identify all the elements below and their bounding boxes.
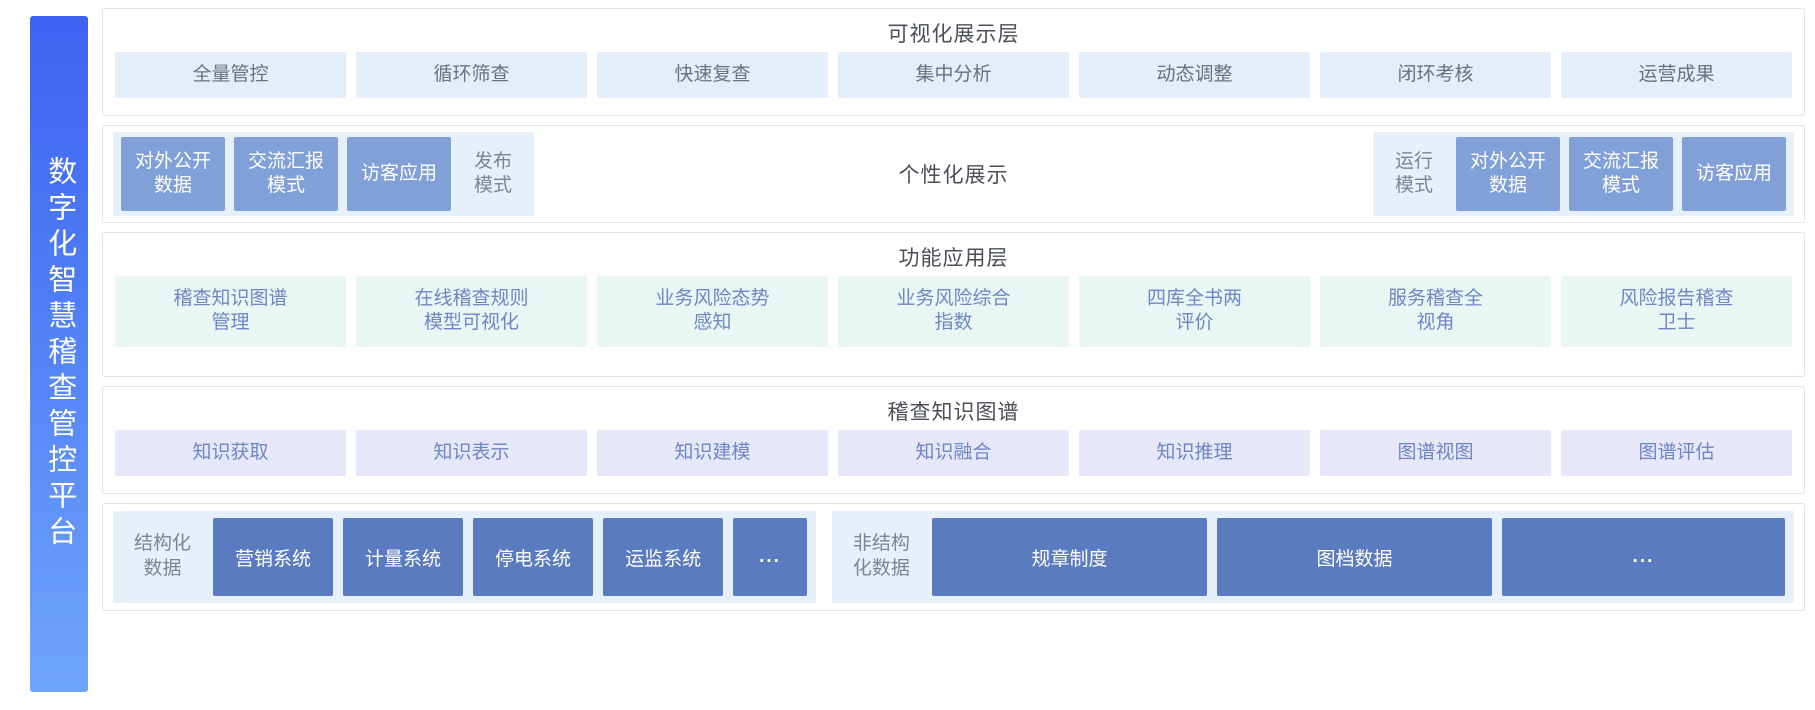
personalized-display-label: 个性化展示: [534, 132, 1373, 216]
layer-knowledge-graph-items: 知识获取 知识表示 知识建模 知识融合 知识推理 图谱视图 图谱评估: [103, 430, 1804, 488]
unstructured-source-archives[interactable]: 图档数据: [1216, 518, 1492, 596]
layer-visualization-title: 可视化展示层: [887, 23, 1020, 46]
knowledge-graph-item[interactable]: 知识融合: [838, 430, 1069, 477]
publish-card-visitor-app[interactable]: 访客应用: [347, 137, 452, 211]
layer-stack: 可视化展示层 全量管控 循环筛查 快速复查 集中分析 动态调整 闭环考核 运营成…: [102, 8, 1805, 702]
publish-card-public-data[interactable]: 对外公开 数据: [121, 137, 226, 211]
structured-system-more[interactable]: ...: [733, 518, 807, 596]
visualization-item[interactable]: 集中分析: [838, 52, 1069, 99]
unstructured-data-group: 非结构 化数据 规章制度 图档数据 ...: [831, 511, 1794, 603]
visualization-item[interactable]: 运营成果: [1561, 52, 1792, 99]
publish-mode-group: 对外公开 数据 交流汇报 模式 访客应用 发布 模式: [113, 132, 535, 216]
knowledge-graph-item[interactable]: 知识推理: [1079, 430, 1310, 477]
visualization-item[interactable]: 快速复查: [597, 52, 828, 99]
publish-mode-label: 发布 模式: [474, 151, 513, 196]
data-inner: 结构化 数据 营销系统 计量系统 停电系统 运监系统 ... 非结构 化数据 规…: [103, 504, 1804, 610]
function-item[interactable]: 在线稽查规则 模型可视化: [356, 276, 587, 347]
platform-banner: 数字化智慧稽查管控平台: [30, 16, 88, 692]
knowledge-graph-item[interactable]: 知识建模: [597, 430, 828, 477]
layer-function-application: 功能应用层 稽查知识图谱 管理 在线稽查规则 模型可视化 业务风险态势 感知 业…: [102, 232, 1805, 377]
function-item[interactable]: 风险报告稽查 卫士: [1561, 276, 1792, 347]
platform-title: 数字化智慧稽查管控平台: [43, 156, 76, 552]
knowledge-graph-item[interactable]: 知识表示: [356, 430, 587, 477]
runtime-card-report-mode[interactable]: 交流汇报 模式: [1568, 137, 1673, 211]
layer-function-title: 功能应用层: [898, 247, 1009, 270]
modes-inner: 对外公开 数据 交流汇报 模式 访客应用 发布 模式 个性化展示 运行 模式 对…: [103, 126, 1804, 222]
layer-knowledge-graph-title: 稽查知识图谱: [887, 401, 1020, 424]
publish-card-report-mode[interactable]: 交流汇报 模式: [234, 137, 339, 211]
function-item[interactable]: 业务风险态势 感知: [597, 276, 828, 347]
structured-system-metering[interactable]: 计量系统: [343, 518, 464, 596]
layer-function-items: 稽查知识图谱 管理 在线稽查规则 模型可视化 业务风险态势 感知 业务风险综合 …: [103, 276, 1804, 359]
function-item[interactable]: 四库全书两 评价: [1079, 276, 1310, 347]
runtime-mode-group: 运行 模式 对外公开 数据 交流汇报 模式 访客应用: [1372, 132, 1794, 216]
function-item[interactable]: 服务稽查全 视角: [1320, 276, 1551, 347]
layer-knowledge-graph: 稽查知识图谱 知识获取 知识表示 知识建模 知识融合 知识推理 图谱视图 图谱评…: [102, 386, 1805, 494]
structured-data-label: 结构化 数据: [134, 533, 192, 579]
knowledge-graph-item[interactable]: 知识获取: [115, 430, 346, 477]
layer-visualization-items: 全量管控 循环筛查 快速复查 集中分析 动态调整 闭环考核 运营成果: [103, 52, 1804, 110]
visualization-item[interactable]: 闭环考核: [1320, 52, 1551, 99]
structured-system-monitoring[interactable]: 运监系统: [603, 518, 724, 596]
unstructured-source-regulations[interactable]: 规章制度: [931, 518, 1207, 596]
unstructured-data-label: 非结构 化数据: [852, 533, 910, 579]
runtime-card-public-data[interactable]: 对外公开 数据: [1455, 137, 1560, 211]
visualization-item[interactable]: 全量管控: [115, 52, 346, 99]
structured-data-group: 结构化 数据 营销系统 计量系统 停电系统 运监系统 ...: [113, 511, 816, 603]
knowledge-graph-item[interactable]: 图谱评估: [1561, 430, 1792, 477]
unstructured-source-more[interactable]: ...: [1501, 518, 1785, 596]
layer-visualization: 可视化展示层 全量管控 循环筛查 快速复查 集中分析 动态调整 闭环考核 运营成…: [102, 8, 1805, 116]
layer-modes: 对外公开 数据 交流汇报 模式 访客应用 发布 模式 个性化展示 运行 模式 对…: [102, 125, 1805, 223]
knowledge-graph-item[interactable]: 图谱视图: [1320, 430, 1551, 477]
layer-data-sources: 结构化 数据 营销系统 计量系统 停电系统 运监系统 ... 非结构 化数据 规…: [102, 503, 1805, 611]
visualization-item[interactable]: 动态调整: [1079, 52, 1310, 99]
runtime-card-visitor-app[interactable]: 访客应用: [1681, 137, 1786, 211]
function-item[interactable]: 稽查知识图谱 管理: [115, 276, 346, 347]
runtime-mode-label: 运行 模式: [1394, 151, 1433, 196]
structured-system-outage[interactable]: 停电系统: [473, 518, 594, 596]
structured-system-marketing[interactable]: 营销系统: [213, 518, 334, 596]
function-item[interactable]: 业务风险综合 指数: [838, 276, 1069, 347]
visualization-item[interactable]: 循环筛查: [356, 52, 587, 99]
